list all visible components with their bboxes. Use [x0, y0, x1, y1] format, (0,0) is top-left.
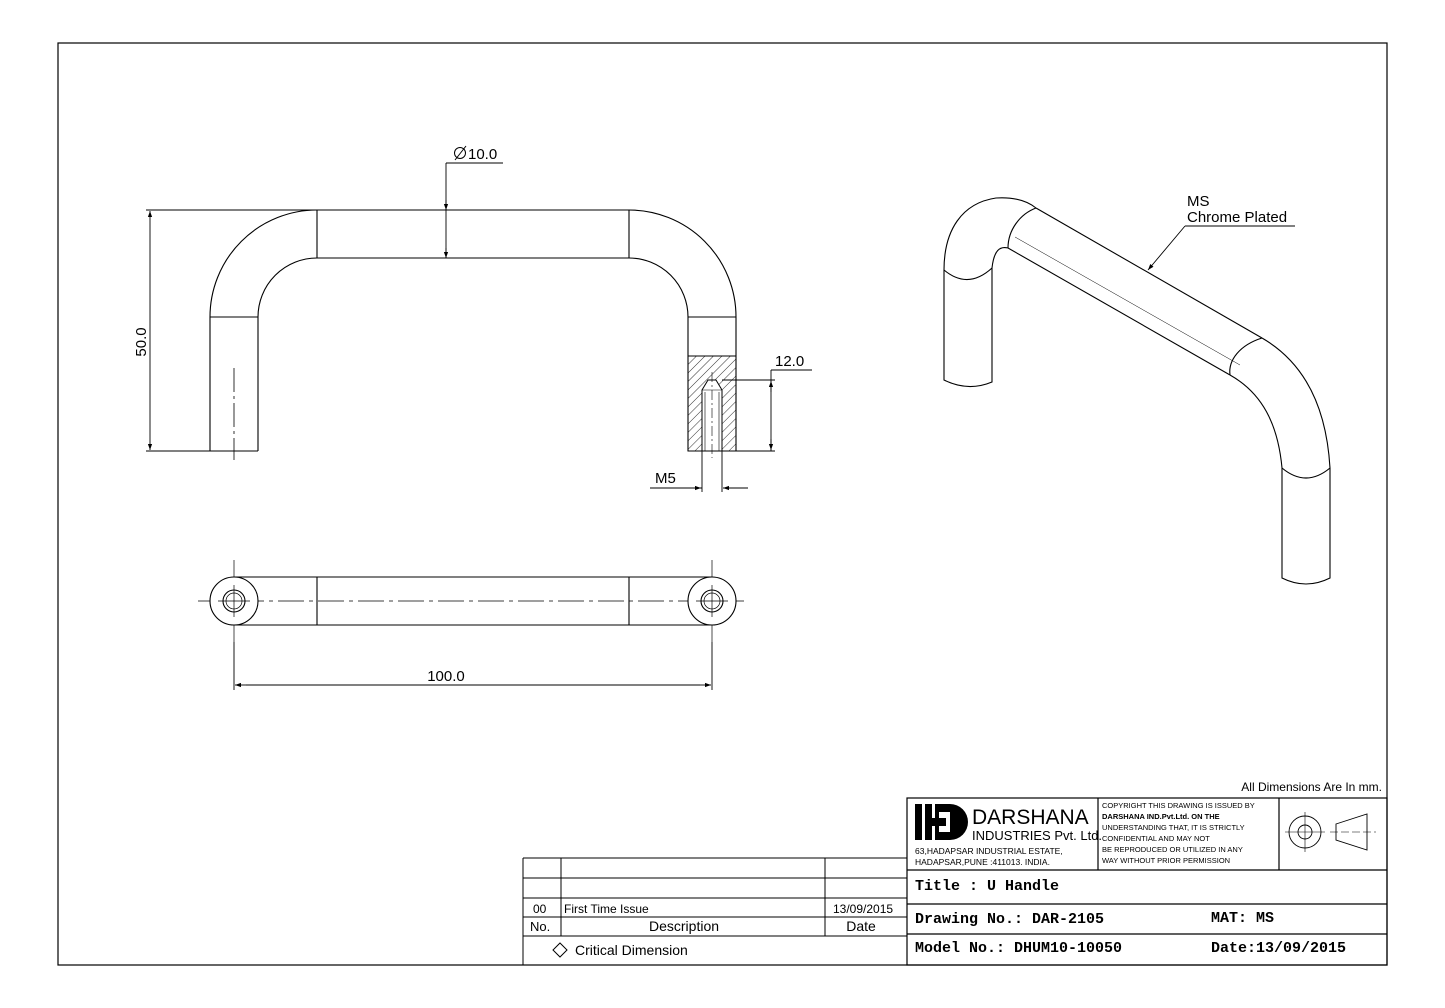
dim-centers — [233, 642, 713, 690]
company-logo-icon — [915, 804, 968, 840]
dim-diameter-label: 10.0 — [468, 146, 497, 163]
copyright-line: UNDERSTANDING THAT, IT IS STRICTLY — [1102, 823, 1245, 832]
revision-table-frame — [522, 857, 907, 965]
sheet-border — [57, 42, 1388, 966]
diameter-symbol — [454, 145, 467, 161]
copyright-line: COPYRIGHT THIS DRAWING IS ISSUED BY — [1102, 801, 1255, 810]
front-view — [209, 209, 737, 460]
units-note: All Dimensions Are In mm. — [1241, 780, 1382, 794]
copyright-line: DARSHANA IND.Pvt.Ltd. ON THE — [1102, 812, 1220, 821]
copyright-line: CONFIDENTIAL AND MAY NOT — [1102, 834, 1210, 843]
company-name: DARSHANA — [972, 806, 1089, 829]
revision-no: 00 — [533, 902, 547, 916]
projection-symbol-icon — [1285, 812, 1376, 852]
dim-diameter — [443, 162, 503, 258]
dim-thread-depth-label: 12.0 — [775, 353, 804, 370]
title-block-frame — [906, 797, 1388, 966]
revision-description: First Time Issue — [564, 902, 649, 916]
critical-dimension-legend: Critical Dimension — [575, 942, 688, 958]
thread-section — [687, 355, 737, 458]
material: MAT: MS — [1211, 910, 1274, 927]
dim-thread-label: M5 — [655, 470, 676, 487]
company-address-line1: 63,HADAPSAR INDUSTRIAL ESTATE, — [915, 846, 1063, 856]
dim-centers-label: 100.0 — [427, 668, 465, 685]
dim-height — [146, 209, 317, 452]
material-note-line2: Chrome Plated — [1187, 209, 1287, 226]
revision-header-date: Date — [846, 918, 876, 934]
drawing-number: Drawing No.: DAR-2105 — [915, 911, 1104, 928]
critical-dimension-diamond-icon — [552, 942, 568, 958]
copyright-notice: COPYRIGHT THIS DRAWING IS ISSUED BY DARS… — [1102, 801, 1255, 865]
revision-date: 13/09/2015 — [833, 902, 893, 916]
copyright-line: WAY WITHOUT PRIOR PERMISSION — [1102, 856, 1230, 865]
isometric-view — [943, 197, 1331, 585]
top-view-center-marks — [218, 585, 728, 617]
company-subname: INDUSTRIES Pvt. Ltd. — [972, 828, 1102, 843]
dim-thread — [650, 451, 748, 492]
dim-thread-depth — [722, 369, 812, 452]
material-note-line1: MS — [1187, 193, 1210, 210]
revision-header-no: No. — [530, 919, 550, 934]
top-view — [198, 560, 748, 642]
drawing-title: Title : U Handle — [915, 878, 1059, 895]
dim-height-label: 50.0 — [133, 327, 150, 356]
model-number: Model No.: DHUM10-10050 — [915, 940, 1122, 957]
copyright-line: BE REPRODUCED OR UTILIZED IN ANY — [1102, 845, 1243, 854]
company-address-line2: HADAPSAR,PUNE :411013. INDIA. — [915, 857, 1050, 867]
revision-header-description: Description — [649, 918, 719, 934]
material-leader — [1147, 225, 1295, 271]
drawing-date: Date:13/09/2015 — [1211, 940, 1346, 957]
